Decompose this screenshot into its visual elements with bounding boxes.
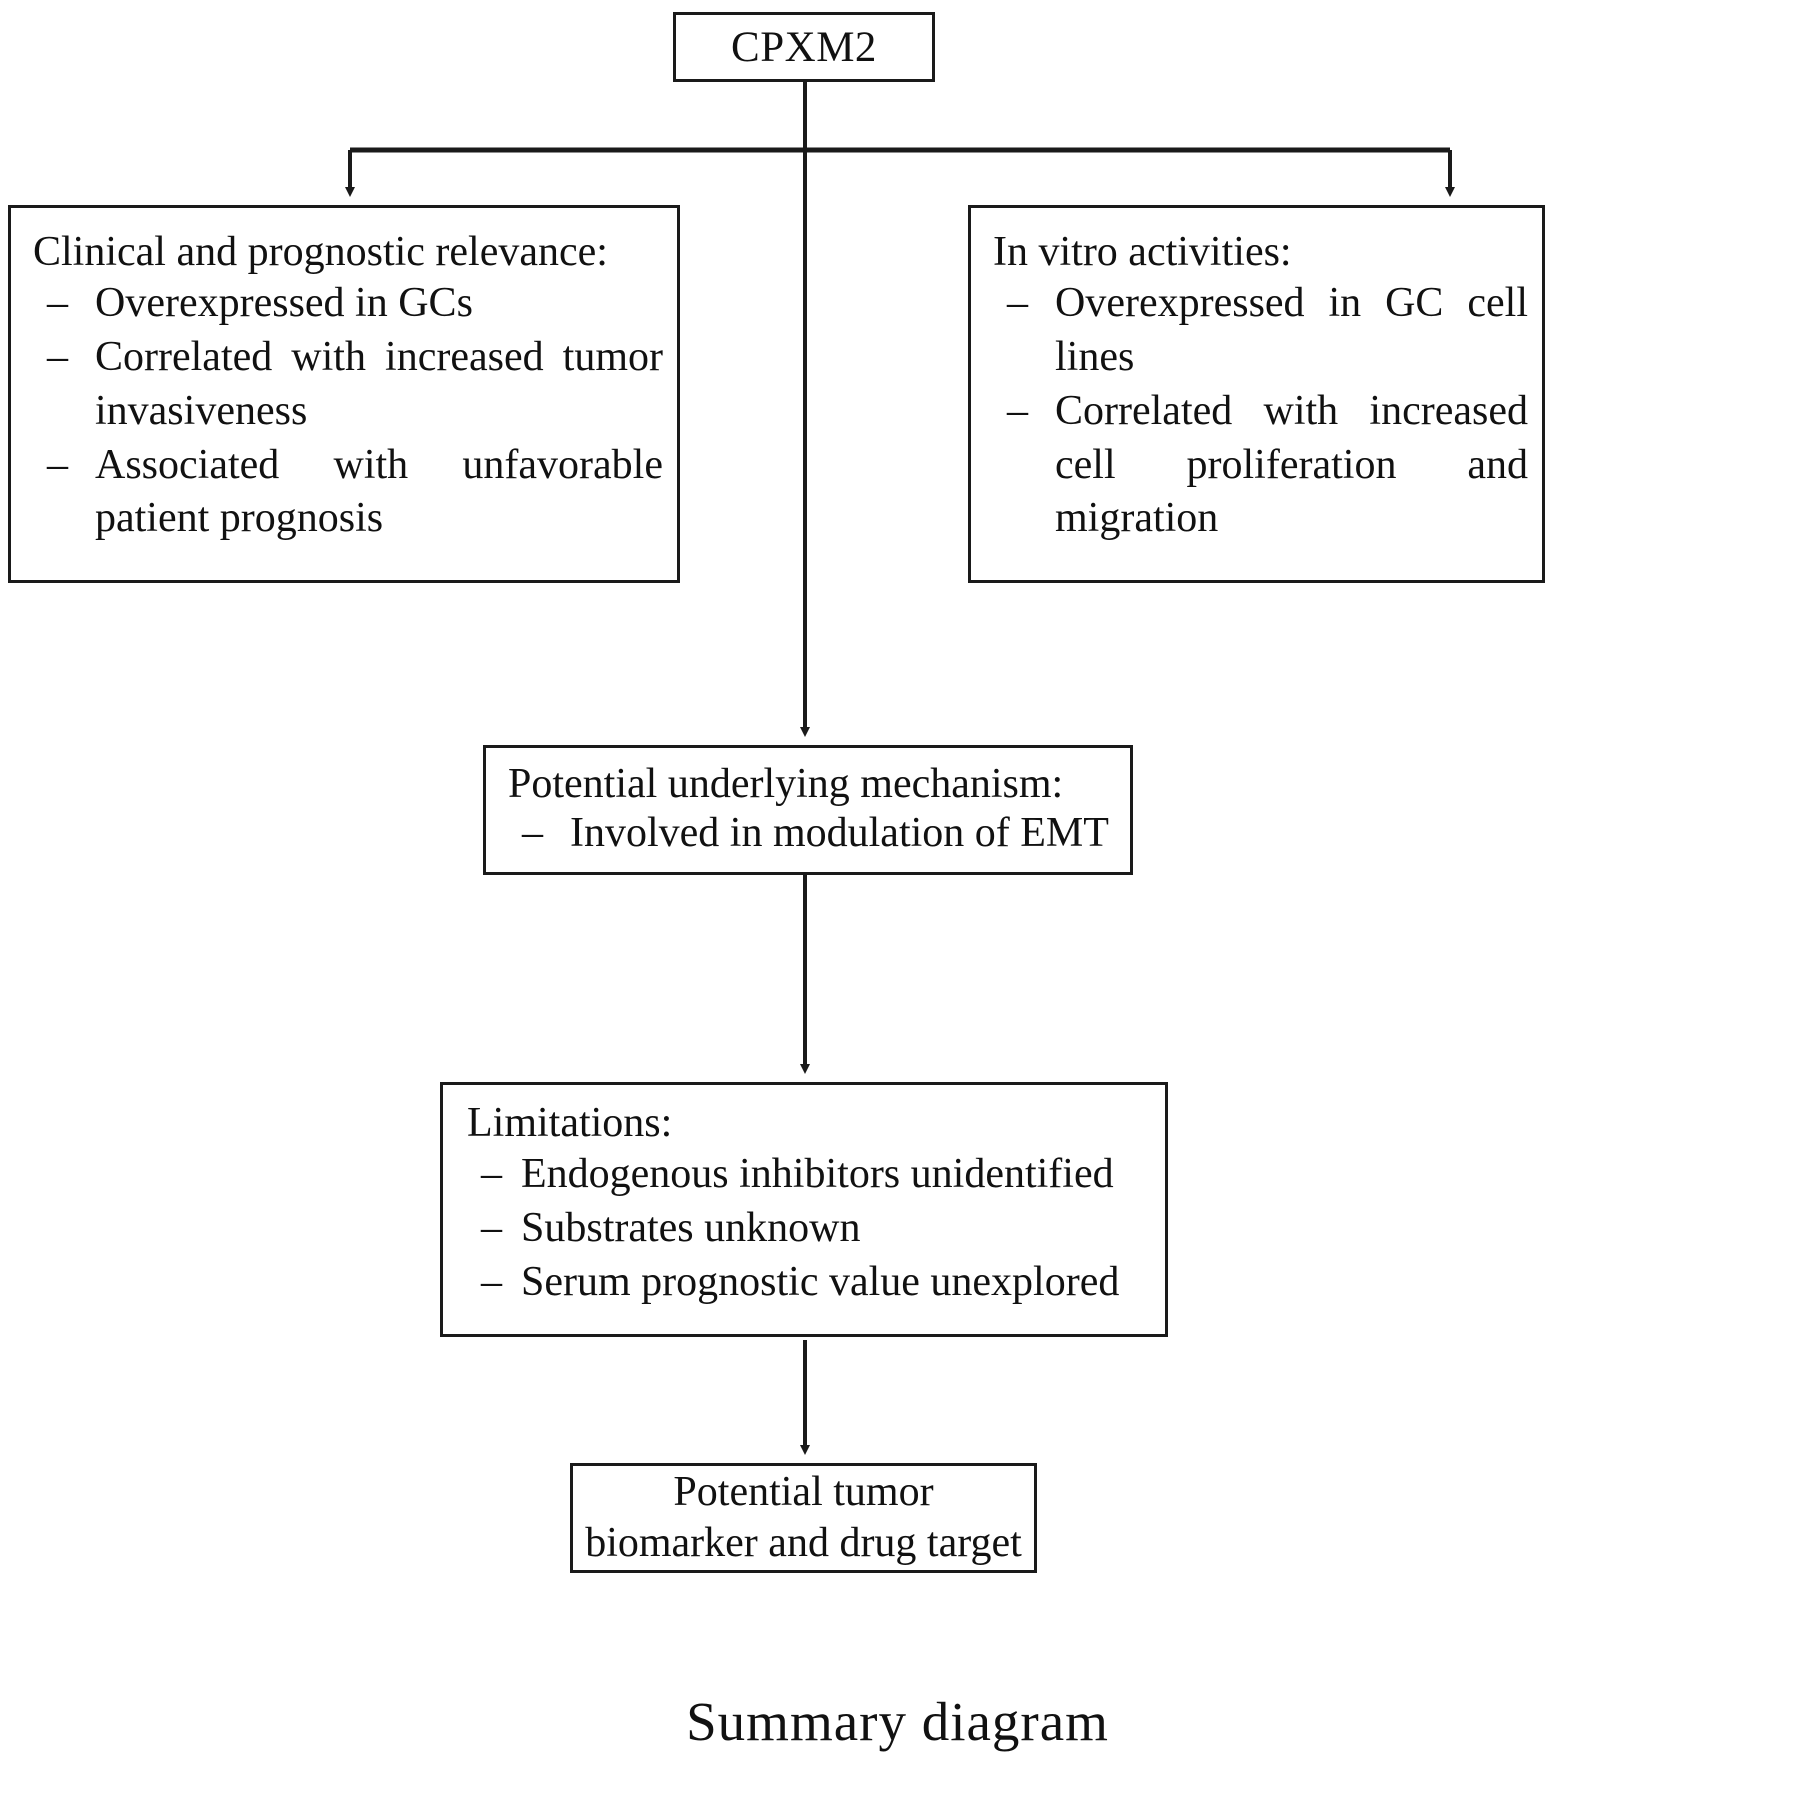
node-in-vitro-activities: In vitro activities: – Overexpressed in …	[968, 205, 1545, 583]
list-item-text: Correlated with increased cell prolifera…	[1055, 387, 1528, 542]
dash-marker: –	[47, 334, 68, 381]
node-outcome-line-1: Potential tumor	[673, 1468, 934, 1515]
node-outcome-line-2: biomarker and drug target	[585, 1520, 1022, 1566]
node-clinical-relevance: Clinical and prognostic relevance: – Ove…	[8, 205, 680, 583]
node-cpxm2: CPXM2	[673, 12, 935, 82]
node-clinical-list: – Overexpressed in GCs – Correlated with…	[33, 277, 663, 546]
node-clinical-heading: Clinical and prognostic relevance:	[33, 229, 608, 275]
node-mechanism-heading: Potential underlying mechanism:	[508, 761, 1064, 807]
node-cpxm2-label: CPXM2	[731, 23, 877, 71]
list-item: – Serum prognostic value unexplored	[467, 1256, 1151, 1310]
dash-marker: –	[481, 1258, 502, 1305]
node-outcome: Potential tumor biomarker and drug targe…	[570, 1463, 1037, 1573]
dash-marker: –	[1007, 387, 1028, 434]
node-limitations: Limitations: – Endogenous inhibitors uni…	[440, 1082, 1168, 1337]
list-item-text: Correlated with increased tumor invasive…	[95, 334, 663, 434]
dash-marker: –	[481, 1205, 502, 1252]
node-mechanism-list: – Involved in modulation of EMT	[508, 807, 1116, 861]
node-potential-mechanism: Potential underlying mechanism: – Involv…	[483, 745, 1133, 875]
list-item: – Correlated with increased cell prolife…	[993, 385, 1528, 546]
dash-marker: –	[1007, 280, 1028, 327]
list-item: – Endogenous inhibitors unidentified	[467, 1148, 1151, 1202]
list-item: – Substrates unknown	[467, 1202, 1151, 1256]
list-item-text: Overexpressed in GCs	[95, 280, 473, 327]
node-limitations-heading: Limitations:	[467, 1100, 673, 1146]
node-invitro-heading: In vitro activities:	[993, 229, 1292, 275]
dash-marker: –	[47, 280, 68, 327]
dash-marker: –	[47, 441, 68, 488]
list-item: – Associated with unfavorable patient pr…	[33, 439, 663, 547]
dash-marker: –	[481, 1151, 502, 1198]
list-item-text: Serum prognostic value unexplored	[521, 1258, 1120, 1305]
list-item-text: Involved in modulation of EMT	[570, 810, 1109, 857]
list-item-text: Overexpressed in GC cell lines	[1055, 280, 1528, 381]
list-item: – Involved in modulation of EMT	[508, 807, 1116, 861]
list-item: – Overexpressed in GCs	[33, 277, 663, 331]
list-item-text: Substrates unknown	[521, 1205, 861, 1252]
list-item-text: Endogenous inhibitors unidentified	[521, 1151, 1114, 1198]
node-limitations-list: – Endogenous inhibitors unidentified – S…	[467, 1148, 1151, 1309]
list-item: – Correlated with increased tumor invasi…	[33, 331, 663, 439]
node-invitro-list: – Overexpressed in GC cell lines – Corre…	[993, 277, 1528, 546]
list-item-text: Associated with unfavorable patient prog…	[95, 441, 663, 542]
diagram-caption: Summary diagram	[686, 1691, 1109, 1752]
list-item: – Overexpressed in GC cell lines	[993, 277, 1528, 385]
dash-marker: –	[522, 810, 543, 857]
